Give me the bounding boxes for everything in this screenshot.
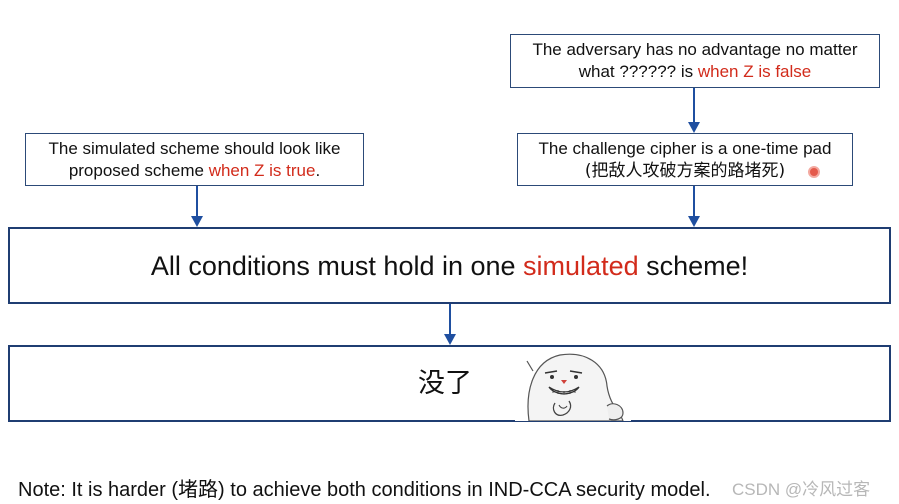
simulated-line2-suffix: . — [315, 161, 321, 180]
adversary-line2-prefix: what ?????? is — [578, 62, 698, 81]
arrow-down-icon — [444, 304, 456, 345]
arrow-down-icon — [191, 186, 203, 227]
conditions-highlight: simulated — [523, 251, 639, 281]
result-text: 没了 — [418, 368, 472, 399]
simulated-line2: proposed scheme when Z is true. — [26, 160, 363, 182]
adversary-line1: The adversary has no advantage no matter — [532, 40, 858, 59]
watermark: CSDN @冷风过客 — [732, 480, 871, 499]
conditions-prefix: All conditions must hold in one — [150, 251, 524, 281]
simulated-line2-highlight: when Z is true — [208, 161, 316, 180]
challenge-line1: The challenge cipher is a one-time pad — [538, 139, 832, 158]
simulated-line1: The simulated scheme should look like — [48, 139, 341, 158]
red-dot-icon — [808, 166, 820, 178]
challenge-cipher-box: The challenge cipher is a one-time pad (… — [517, 133, 853, 186]
conditions-box: All conditions must hold in one simulate… — [8, 227, 891, 304]
arrow-down-icon — [688, 186, 700, 227]
grinning-seal-sticker-icon — [515, 351, 631, 421]
simulated-line2-prefix: proposed scheme — [68, 161, 209, 180]
adversary-line2-highlight: when Z is false — [697, 62, 812, 81]
adversary-box: The adversary has no advantage no matter… — [510, 34, 880, 88]
result-box: 没了 — [8, 345, 891, 422]
adversary-line2: what ?????? is when Z is false — [511, 61, 879, 83]
arrow-down-icon — [688, 88, 700, 133]
simulated-scheme-box: The simulated scheme should look like pr… — [25, 133, 364, 186]
challenge-line2: (把敌人攻破方案的路堵死) — [584, 161, 786, 181]
conditions-suffix: scheme! — [638, 251, 749, 281]
bottom-note: Note: It is harder (堵路) to achieve both … — [18, 479, 711, 501]
